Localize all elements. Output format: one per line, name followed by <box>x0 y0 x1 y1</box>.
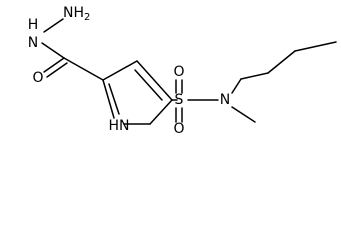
bond-nh-nh2 <box>43 18 64 33</box>
bond-ring-c2-c3 <box>102 60 138 81</box>
chemical-structure: N H NH2 O HN O S O N <box>28 5 337 137</box>
bond-carbonyl-c-ring <box>63 57 104 81</box>
bond-butyl-2 <box>240 72 269 80</box>
atom-label-ring-nitrogen: HN <box>109 118 130 134</box>
bond-ring-n-c2-inner <box>108 83 120 115</box>
bond-carbonyl-double-1 <box>43 57 65 73</box>
atom-label-hydrazide-nh2-main: NH <box>63 5 84 21</box>
atom-label-hydrazide-nh2-subscript: 2 <box>84 12 90 23</box>
atom-label-sulfonyl-oxygen-bottom: O <box>173 121 184 137</box>
bond-ring-c3-c4-inner <box>134 69 163 101</box>
atom-label-hydrazide-nh: N <box>28 35 38 51</box>
bond-carbonyl-c-nh <box>41 42 65 59</box>
atom-label-hydrazide-nh2: NH2 <box>63 5 90 23</box>
bond-n-butyl-1 <box>231 78 242 94</box>
atom-label-amide-nitrogen: N <box>220 92 230 108</box>
bond-ring-c4-c5 <box>149 99 173 125</box>
bond-carbonyl-double-2 <box>46 62 68 78</box>
atom-label-sulfur: S <box>175 92 184 108</box>
bond-ring-c3-c4 <box>136 60 173 101</box>
bond-butyl-3 <box>267 50 296 74</box>
bond-ring-n-c2 <box>102 79 115 119</box>
atom-label-carbonyl-oxygen: O <box>32 70 43 86</box>
atom-label-sulfonyl-oxygen-top: O <box>173 64 184 80</box>
atom-label-hydrazide-h: H <box>28 17 39 33</box>
bond-n-methyl <box>231 106 256 123</box>
bond-butyl-4 <box>294 41 337 52</box>
